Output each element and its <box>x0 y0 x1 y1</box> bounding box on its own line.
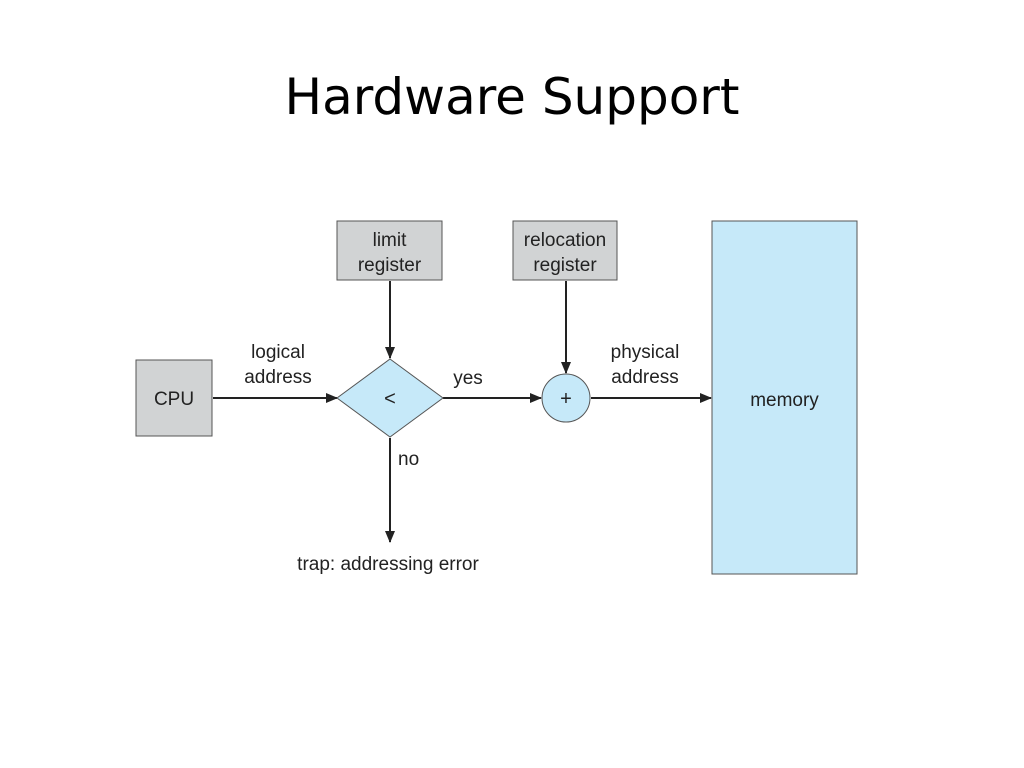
comparator-symbol: < <box>384 388 396 410</box>
adder-circle <box>541 373 591 423</box>
page-title: Hardware Support <box>284 68 740 126</box>
logical-address-label-line1: logical <box>251 342 305 363</box>
relocation-register-label-line2: register <box>533 255 597 276</box>
memory-label: memory <box>750 390 819 411</box>
physical-address-label-line1: physical <box>611 342 680 363</box>
comparator-diamond <box>336 358 444 438</box>
limit-register-label-line1: limit <box>373 230 407 251</box>
cpu-box <box>135 359 213 437</box>
limit-register-label-line2: register <box>358 255 422 276</box>
physical-address-label-line2: address <box>611 367 679 388</box>
logical-address-label-line2: address <box>244 367 312 388</box>
adder-symbol: + <box>560 388 572 410</box>
relocation-register-box <box>512 220 618 281</box>
no-label: no <box>398 449 419 470</box>
trap-label: trap: addressing error <box>297 554 479 575</box>
limit-register-box <box>336 220 443 281</box>
memory-box <box>711 220 858 575</box>
relocation-register-label-line1: relocation <box>524 230 606 251</box>
cpu-label: CPU <box>154 389 194 410</box>
yes-label: yes <box>453 368 483 389</box>
